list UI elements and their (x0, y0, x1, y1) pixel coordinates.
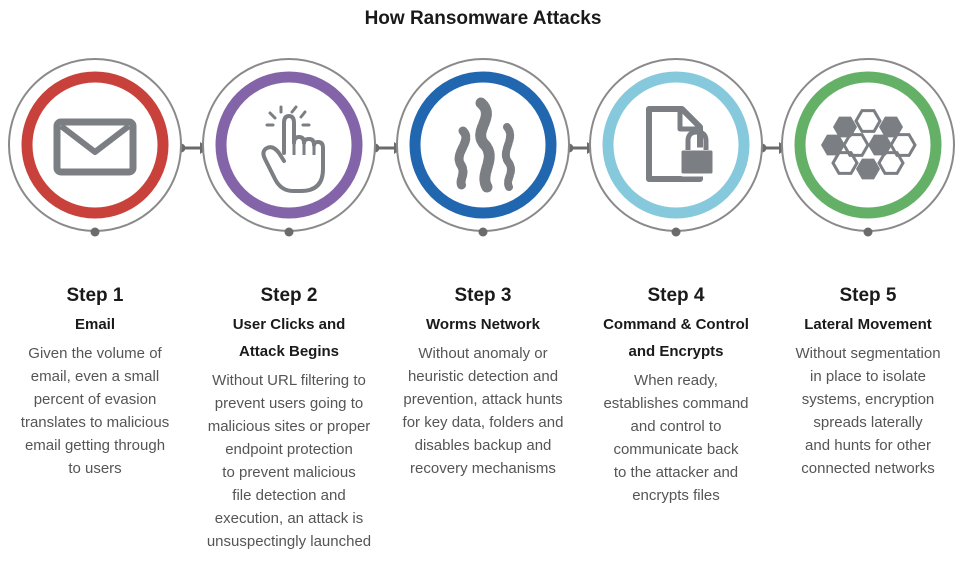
step-description-line: prevention, attack hunts (403, 391, 563, 408)
step-number: Step 3 (454, 285, 512, 306)
step-description-line: encrypts files (632, 487, 720, 504)
lock-body (678, 147, 716, 177)
worm (501, 123, 515, 191)
step-name-line: Command & Control (603, 316, 749, 333)
step-description-line: to the attacker and (613, 464, 739, 481)
step-description-line: prevent users going to (214, 395, 364, 412)
click-ray (299, 110, 307, 119)
node-dot (671, 227, 681, 237)
step-description-line: Given the volume of (28, 345, 162, 362)
step-name-line: Attack Begins (238, 343, 340, 360)
step-description-line: heuristic detection and (407, 368, 559, 385)
step-node (8, 58, 182, 237)
step-node (589, 58, 763, 237)
step-name-line: Worms Network (426, 316, 540, 333)
step-description-line: and control to (630, 418, 722, 435)
pointer-hand-icon (261, 105, 325, 193)
step-name-line: and Encrypts (628, 343, 724, 360)
step-description: Without segmentation in place to isolate s… (773, 342, 963, 480)
ransomware-flow-diagram (8, 58, 955, 237)
node-dot (863, 227, 873, 237)
step-description-line: and hunts for other (805, 437, 931, 454)
node-dot (478, 227, 488, 237)
step-description-line: disables backup and (414, 437, 552, 454)
step-description-line: connected networks (801, 460, 935, 477)
step-number: Step 4 (647, 285, 705, 306)
step-description-line: to prevent malicious (222, 464, 356, 481)
worm (454, 126, 471, 192)
hexagon (879, 116, 903, 138)
step-name-line: Lateral Movement (804, 316, 932, 333)
step-description-line: malicious sites or proper (207, 418, 371, 435)
step-description-line: Without URL filtering to (212, 372, 366, 389)
envelope-body (53, 118, 137, 176)
file-corner (677, 109, 700, 132)
step-description-line: Without segmentation (795, 345, 941, 362)
step-description: Without URL filtering to prevent users go… (194, 369, 384, 553)
hexagon (854, 109, 882, 133)
step-description-line: unsuspectingly launched (206, 533, 372, 550)
envelope-flap (59, 123, 131, 155)
step-description-line: establishes command (603, 395, 749, 412)
hand-outline (261, 114, 325, 193)
step-description-line: email getting through (24, 437, 166, 454)
step-description-line: communicate back (613, 441, 739, 458)
step-node (396, 58, 570, 237)
step-description-line: recovery mechanisms (410, 460, 556, 477)
step-name: Email (0, 311, 190, 338)
node-dot (284, 227, 294, 237)
step-number: Step 2 (260, 285, 318, 306)
hexagon (833, 116, 857, 138)
step-description-line: file detection and (232, 487, 346, 504)
step-name: Command & Control and Encrypts (581, 311, 771, 365)
step-description-line: When ready, (634, 372, 718, 389)
step-description-line: endpoint protection (225, 441, 353, 458)
step-node (202, 58, 376, 237)
hexagon (889, 133, 917, 157)
node-dot (90, 227, 100, 237)
step-description-line: for key data, folders and (402, 414, 564, 431)
hexagon (868, 134, 892, 156)
colored-ring (21, 71, 169, 219)
step-description-line: Without anomaly or (418, 345, 548, 362)
step-name-line: Email (74, 316, 116, 333)
step-name-line: User Clicks and (232, 316, 346, 333)
step-description: Without anomaly or heuristic detection an… (388, 342, 578, 480)
step-description: Given the volume of email, even a small pe… (0, 342, 190, 480)
colored-ring (602, 71, 750, 219)
step-description-line: spreads laterally (813, 414, 923, 431)
click-ray (268, 111, 277, 120)
worms-icon (454, 97, 515, 193)
envelope-icon (53, 118, 137, 176)
step-description-line: percent of evasion (33, 391, 157, 408)
step-description-line: translates to malicious (20, 414, 170, 431)
step-number: Step 1 (66, 285, 124, 306)
step-description: When ready, establishes command and contro… (581, 369, 771, 507)
diagram-title: How Ransomware Attacks (364, 8, 602, 29)
step-description-line: to users (68, 460, 122, 477)
worm (475, 97, 495, 193)
step-number: Step 5 (839, 285, 897, 306)
step-description-line: execution, an attack is (214, 510, 364, 527)
lock-shackle (685, 129, 709, 150)
hexagon (831, 151, 859, 175)
step-name: Lateral Movement (773, 311, 963, 338)
hexagon (856, 158, 880, 180)
click-ray (290, 105, 298, 114)
step-description-line: email, even a small (30, 368, 160, 385)
hexagon (821, 134, 845, 156)
step-description-line: in place to isolate (810, 368, 926, 385)
step-description-line: systems, encryption (801, 391, 935, 408)
step-name: Worms Network (388, 311, 578, 338)
step-node (781, 58, 955, 237)
hexagon-network-icon (821, 109, 917, 180)
locked-file-icon (646, 106, 716, 182)
